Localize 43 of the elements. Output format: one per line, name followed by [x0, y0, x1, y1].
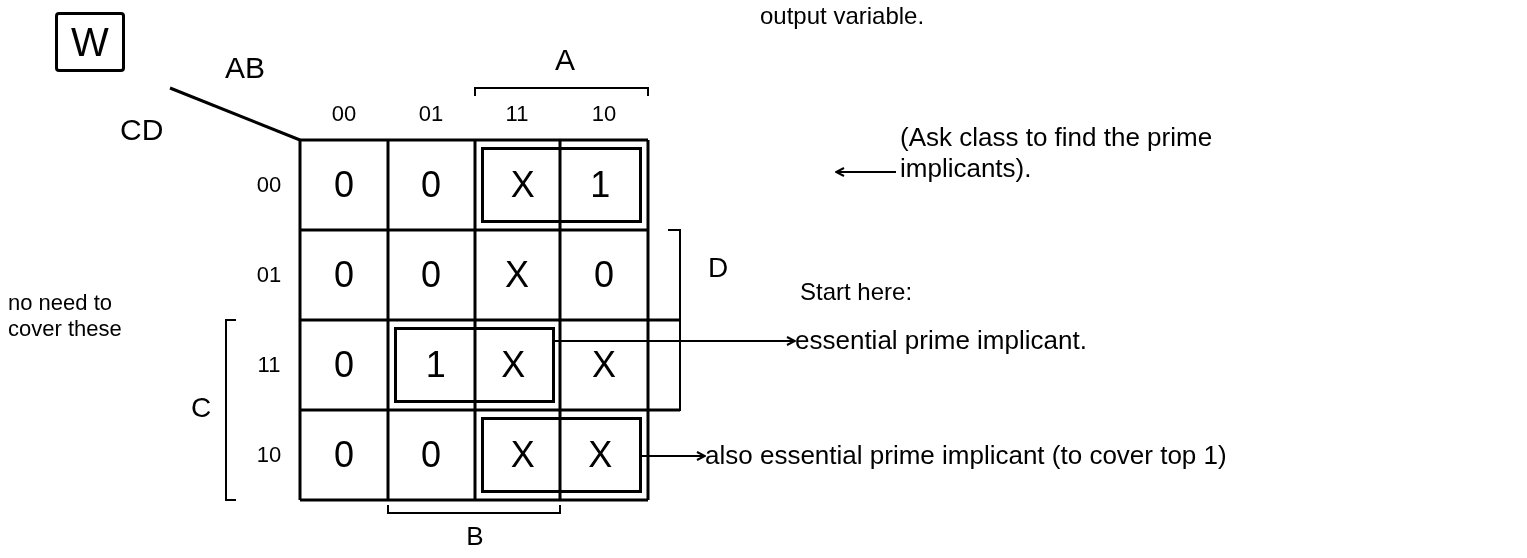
cell-value: 0	[333, 253, 355, 297]
cell-value: 0	[593, 253, 615, 297]
cell-value: 0	[420, 253, 442, 297]
arrow	[554, 336, 796, 346]
note-text: (Ask class to find the prime implicants).	[900, 122, 1280, 202]
variable-label: A	[554, 42, 576, 78]
cell-value: 0	[420, 163, 442, 207]
row-code: 00	[255, 170, 283, 199]
variable-label: AB	[225, 50, 267, 86]
column-code: 00	[330, 99, 358, 128]
arrow	[641, 451, 706, 461]
grouping-loop	[394, 327, 555, 403]
cell-value: X	[509, 433, 536, 477]
cell-value: 0	[333, 163, 355, 207]
column-code: 10	[590, 99, 618, 128]
cell-value: X	[591, 343, 617, 387]
heading-text: output variable.	[760, 2, 926, 31]
cell-value: X	[509, 163, 536, 207]
variable-label: B	[465, 520, 485, 554]
row-code: 10	[255, 440, 283, 469]
variable-label: CD	[120, 112, 165, 148]
row-code: 01	[255, 260, 283, 289]
arrow	[835, 167, 897, 177]
note-text: no need to cover these	[8, 290, 123, 344]
cell-value: 0	[420, 433, 442, 477]
grouping-loop	[481, 147, 642, 223]
cell-value: X	[500, 343, 527, 387]
note-text: essential prime implicant.	[795, 325, 1215, 357]
grouping-loop	[481, 417, 642, 493]
cell-value: 1	[589, 163, 612, 207]
column-code: 11	[504, 99, 530, 128]
column-code: 01	[417, 99, 445, 128]
cell-value: 0	[333, 343, 355, 387]
cell-value: 1	[424, 343, 447, 387]
cell-value: X	[587, 433, 614, 477]
note-text: Start here:	[800, 278, 914, 307]
row-code: 11	[256, 350, 282, 379]
variable-label: D	[706, 251, 730, 286]
cell-value: 0	[333, 433, 355, 477]
note-text: also essential prime implicant (to cover top 1)	[705, 440, 1385, 472]
variable-label: C	[189, 391, 213, 426]
variable-name-box: W	[55, 12, 125, 72]
cell-value: X	[504, 253, 530, 297]
